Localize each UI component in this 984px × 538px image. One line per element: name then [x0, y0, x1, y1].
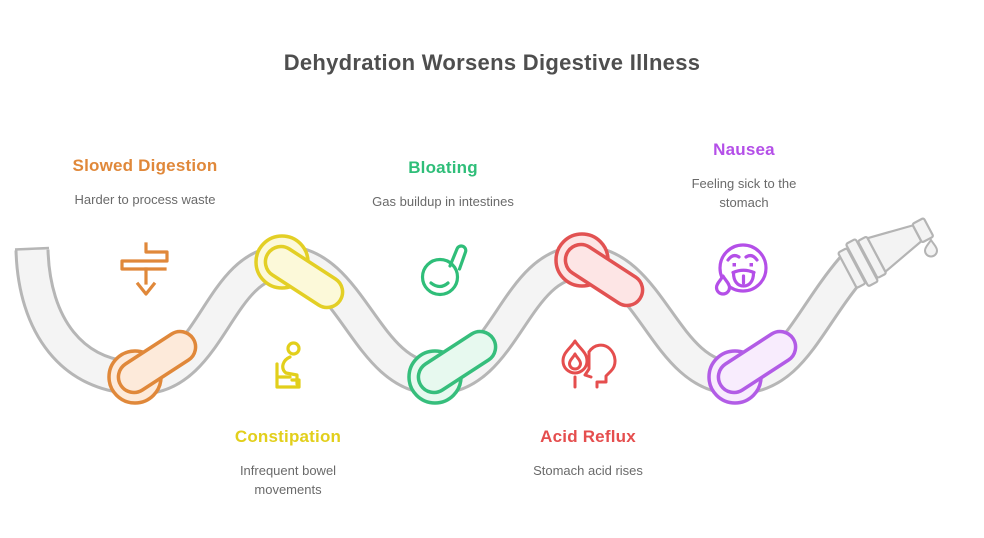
label-slowed-digestion: Slowed Digestion Harder to process waste	[45, 156, 245, 210]
label-acid-reflux: Acid Reflux Stomach acid rises	[488, 427, 688, 481]
bloating-heading: Bloating	[408, 158, 478, 177]
knot-bloating	[407, 329, 498, 405]
nozzle	[837, 217, 934, 289]
knot-nausea	[707, 329, 798, 405]
label-constipation: Constipation Infrequent bowel movements	[208, 427, 368, 500]
person-on-toilet-icon	[275, 341, 301, 389]
nausea-heading: Nausea	[713, 140, 775, 159]
knot-acid-reflux	[554, 232, 645, 308]
constipation-description: Infrequent bowel movements	[239, 463, 337, 497]
inflated-balloon-icon	[420, 244, 468, 297]
page-title: Dehydration Worsens Digestive Illness	[283, 50, 701, 75]
zigzag-down-arrow-icon	[120, 242, 169, 296]
acid-reflux-heading: Acid Reflux	[540, 427, 636, 446]
acid-reflux-description: Stomach acid rises	[533, 463, 643, 478]
label-bloating: Bloating Gas buildup in intestines	[333, 158, 553, 212]
knot-slowed-digestion	[107, 329, 198, 405]
nauseated-face-icon	[714, 243, 768, 296]
water-drop-icon	[923, 238, 939, 258]
flame-and-head-icon	[561, 339, 617, 389]
label-nausea: Nausea Feeling sick to the stomach	[669, 140, 819, 213]
slowed-digestion-description: Harder to process waste	[74, 192, 216, 207]
nausea-description: Feeling sick to the stomach	[691, 176, 797, 210]
slowed-digestion-heading: Slowed Digestion	[72, 156, 218, 175]
hose-cut-end	[14, 246, 50, 251]
knot-constipation	[254, 234, 345, 310]
bloating-description: Gas buildup in intestines	[372, 194, 514, 209]
constipation-heading: Constipation	[234, 427, 342, 446]
